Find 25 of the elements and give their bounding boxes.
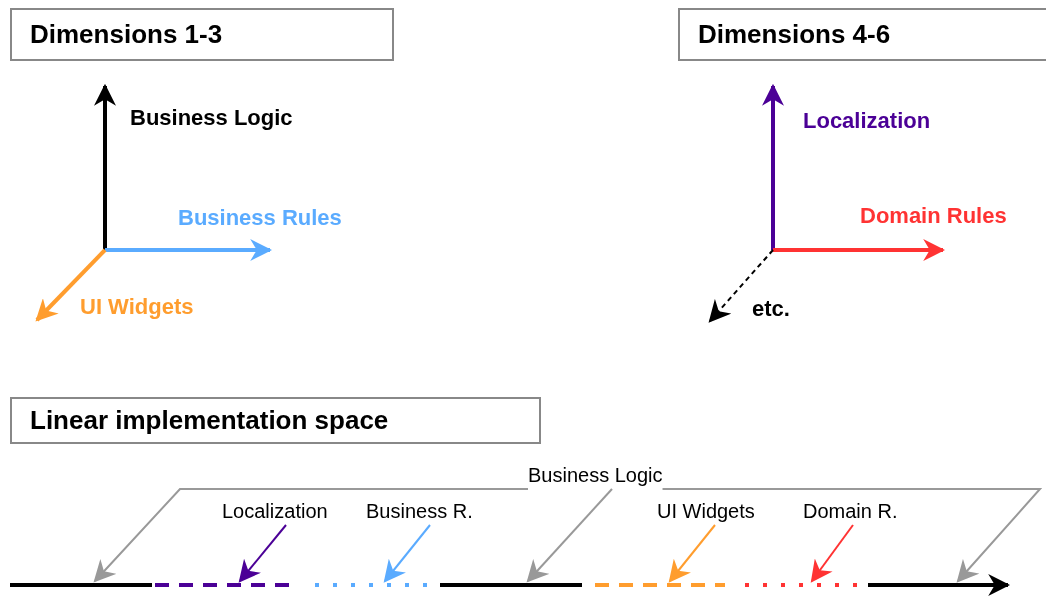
leader-line bbox=[93, 488, 529, 583]
leader-line bbox=[810, 524, 854, 583]
section-title-box: Linear implementation space bbox=[10, 397, 541, 444]
axis-label: Business Logic bbox=[130, 107, 293, 129]
annotation-label: Localization bbox=[222, 499, 328, 523]
annotation-label: Business R. bbox=[366, 499, 473, 523]
section-title-box: Dimensions 4-6 bbox=[678, 8, 1046, 61]
annotation-label: UI Widgets bbox=[657, 499, 755, 523]
leader-line bbox=[238, 524, 287, 583]
line-segment bbox=[440, 583, 582, 587]
leader-line bbox=[383, 524, 431, 583]
section-title-box: Dimensions 1-3 bbox=[10, 8, 394, 61]
line-arrow-segment bbox=[868, 574, 1011, 596]
leader-line bbox=[668, 524, 716, 583]
leader-line bbox=[661, 488, 1043, 583]
leader-line bbox=[526, 488, 613, 583]
axis-label: Localization bbox=[803, 110, 931, 132]
annotation-label: Business Logic bbox=[528, 463, 663, 487]
axis-label: etc. bbox=[752, 298, 790, 320]
line-segment bbox=[10, 583, 152, 587]
line-segment bbox=[595, 583, 725, 587]
axis-label: Domain Rules bbox=[860, 205, 1007, 227]
axis-label: Business Rules bbox=[178, 207, 342, 229]
axis-label: UI Widgets bbox=[80, 296, 194, 318]
annotation-label: Domain R. bbox=[803, 499, 898, 523]
